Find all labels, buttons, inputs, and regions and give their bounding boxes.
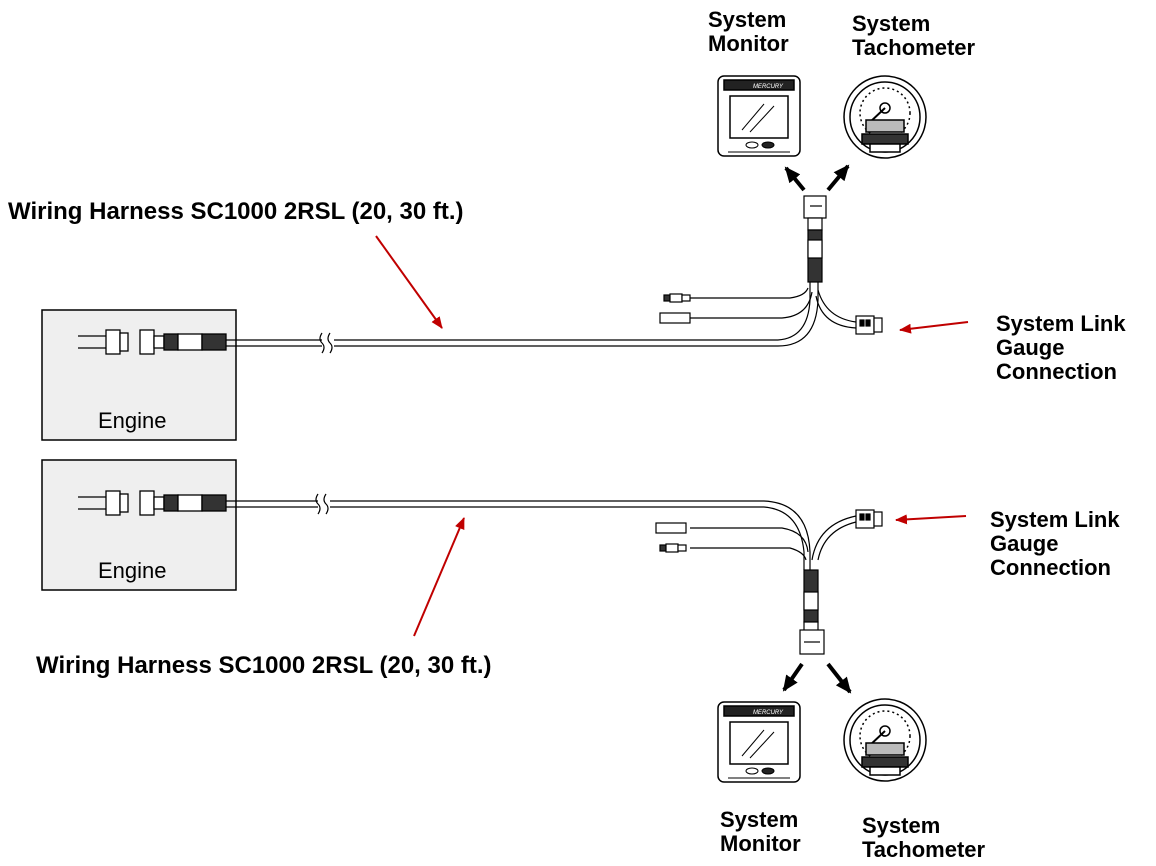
bottom-monitor-label-line1: System [720,807,799,832]
bottom-monitor-brand: MERCURY [753,710,784,716]
top-monitor-label-line1: System [708,7,787,32]
top-trunk-connector-icon [803,195,827,283]
bottom-engine-label: Engine [98,558,167,583]
top-system-monitor-icon [717,75,801,157]
top-arrow-to-tach [826,164,850,192]
bottom-system-tachometer-icon [843,698,927,782]
bottom-system-monitor-icon [717,701,801,783]
top-system-tachometer-icon [843,75,927,159]
bottom-side-plug-icon [655,522,687,553]
top-arrow-to-monitor [784,166,806,192]
top-monitor-label: System Monitor [708,8,789,56]
bottom-harness-callout-arrow [413,517,465,637]
bottom-gauge-label-line2: Gauge [990,531,1059,556]
bottom-gauge-label-line3: Connection [990,555,1111,580]
top-tach-label-line2: Tachometer [852,35,976,60]
top-gauge-label-line3: Connection [996,359,1117,384]
top-monitor-brand: MERCURY [753,84,784,90]
bottom-tach-label-line1: System [862,813,941,838]
top-engine-box [41,309,237,441]
top-side-plug-icon [659,293,691,324]
top-monitor-label-line2: Monitor [708,31,789,56]
bottom-gauge-callout-arrow [895,514,967,525]
top-gauge-label: System Link Gauge Connection [996,312,1126,384]
bottom-engine-box [41,459,237,591]
top-engine-plug-icon [78,329,227,355]
bottom-monitor-label: System Monitor [720,808,801,856]
top-harness-callout-arrow [375,235,443,329]
top-gauge-label-line2: Gauge [996,335,1065,360]
bottom-engine-plug-icon [78,490,227,516]
top-gauge-label-line1: System Link [996,311,1126,336]
top-harness-label: Wiring Harness SC1000 2RSL (20, 30 ft.) [8,198,464,225]
bottom-gauge-label-line1: System Link [990,507,1120,532]
bottom-trunk-connector-icon [799,569,825,655]
bottom-monitor-label-line2: Monitor [720,831,801,856]
bottom-harness-label: Wiring Harness SC1000 2RSL (20, 30 ft.) [36,652,492,679]
top-gauge-connector-icon [855,315,883,335]
bottom-gauge-connector-icon [855,509,883,529]
top-main-cable [226,282,857,354]
bottom-arrow-to-tach [826,662,852,694]
bottom-tach-label-line2: Tachometer [862,837,986,862]
bottom-tach-label: System Tachometer [862,814,985,862]
top-harness: MERCURY [41,75,927,441]
bottom-main-cable [226,493,857,570]
top-tach-label: System Tachometer [852,12,975,60]
top-gauge-callout-arrow [899,321,969,334]
bottom-arrow-to-monitor [782,662,804,692]
top-engine-label: Engine [98,408,167,433]
bottom-gauge-label: System Link Gauge Connection [990,508,1120,580]
bottom-harness: MERCURY [41,459,927,783]
top-tach-label-line1: System [852,11,931,36]
